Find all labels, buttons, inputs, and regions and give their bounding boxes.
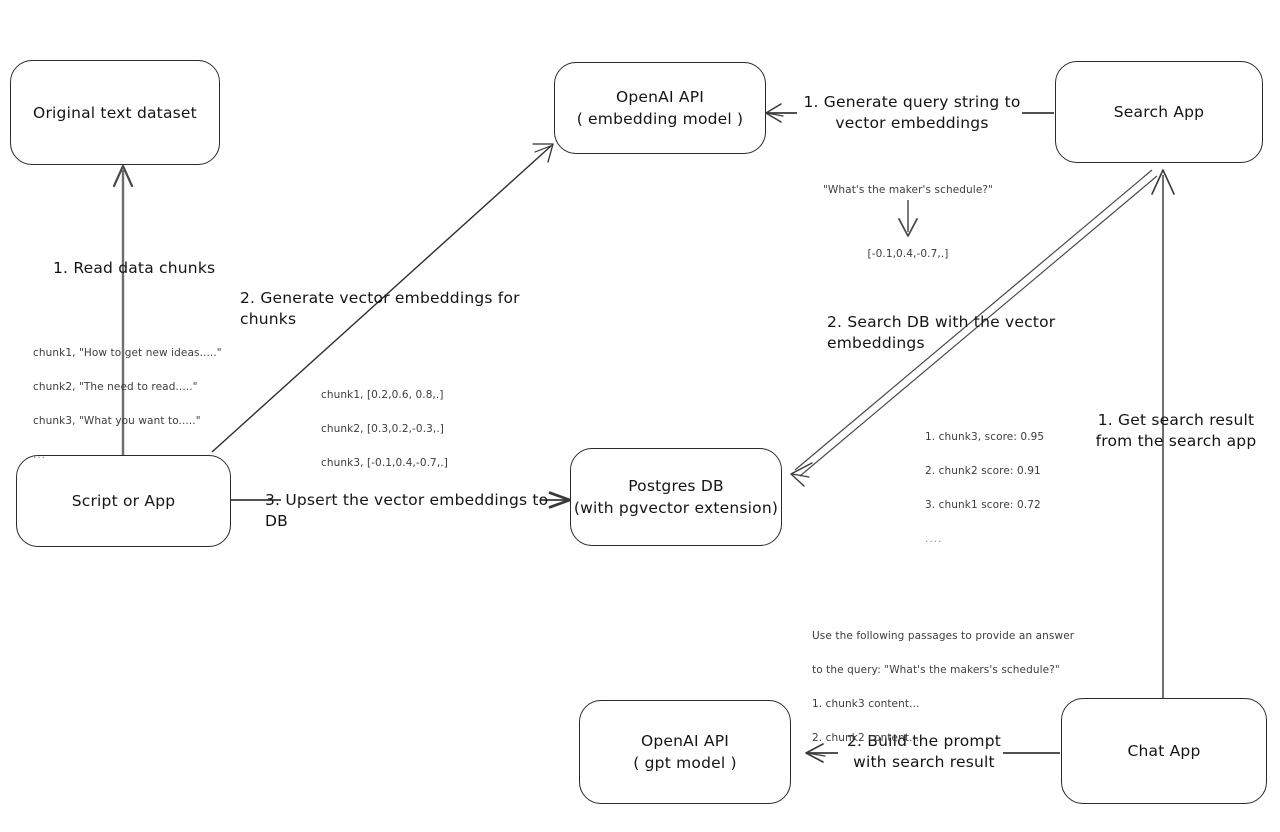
edge-label-build-prompt-line1: 2. Build the prompt with xyxy=(846,732,1002,772)
node-chat-app[interactable]: Chat App xyxy=(1061,698,1267,804)
note-chunk-vectors-line-1: chunk1, [0.2,0.6, 0.8,.] xyxy=(321,389,444,401)
node-script-or-app-label: Script or App xyxy=(71,492,176,510)
note-prompt-block-line-4: 2. chunk2 content... xyxy=(812,732,920,744)
note-raw-chunks-line-2: chunk2, "The need to read....." xyxy=(33,381,198,393)
note-raw-chunks: chunk1, "How to get new ideas....." chun… xyxy=(33,328,273,481)
note-search-results-line-2: 2. chunk2 score: 0.91 xyxy=(925,465,1041,477)
node-search-app-label: Search App xyxy=(1113,103,1205,121)
node-postgres-db-sublabel: (with pgvector extension) xyxy=(573,499,779,517)
note-query-vector: [-0.1,0.4,-0.7,.] xyxy=(867,248,949,260)
node-chat-app-label: Chat App xyxy=(1127,742,1201,760)
note-prompt-block-line-3: 1. chunk3 content... xyxy=(812,698,920,710)
node-original-text-dataset[interactable]: Original text dataset xyxy=(10,60,220,165)
note-prompt-block-line-2: to the query: "What's the makers's sched… xyxy=(812,664,1060,676)
node-openai-embedding-api[interactable]: OpenAI API ( embedding model ) xyxy=(554,62,766,154)
note-search-results-ellipsis: .... xyxy=(925,533,943,545)
note-chunk-vectors-line-3: chunk3, [-0.1,0.4,-0.7,.] xyxy=(321,457,448,469)
note-chunk-vectors-line-2: chunk2, [0.3,0.2,-0.3,.] xyxy=(321,423,445,435)
edge-label-generate-query-embeddings-line2: embeddings xyxy=(890,114,989,133)
node-postgres-db-label: Postgres DB xyxy=(628,477,724,495)
node-script-or-app[interactable]: Script or App xyxy=(16,455,231,547)
edge-query-to-vector xyxy=(898,200,918,237)
note-chunk-vectors: chunk1, [0.2,0.6, 0.8,.] chunk2, [0.3,0.… xyxy=(321,370,541,523)
edge-label-generate-query-embeddings-line1: 1. Generate query string to vector xyxy=(803,93,1021,133)
node-openai-gpt-api-label: OpenAI API xyxy=(640,732,730,750)
note-raw-chunks-line-1: chunk1, "How to get new ideas....." xyxy=(33,347,222,359)
note-search-results: 1. chunk3, score: 0.95 2. chunk2 score: … xyxy=(925,412,1145,565)
node-openai-embedding-api-sublabel: ( embedding model ) xyxy=(576,110,744,128)
edge-label-build-prompt: 2. Build the prompt with search result xyxy=(840,731,1008,774)
note-search-results-line-3: 3. chunk1 score: 0.72 xyxy=(925,499,1041,511)
edge-label-read-data-chunks: 1. Read data chunks xyxy=(53,259,216,277)
node-openai-gpt-api-sublabel: ( gpt model ) xyxy=(633,754,737,772)
note-search-results-line-1: 1. chunk3, score: 0.95 xyxy=(925,431,1045,443)
node-search-app[interactable]: Search App xyxy=(1055,61,1263,163)
note-prompt-block: Use the following passages to provide an… xyxy=(812,611,1112,764)
note-prompt-block-line-1: Use the following passages to provide an… xyxy=(812,630,1075,642)
node-original-text-dataset-label: Original text dataset xyxy=(33,103,197,122)
note-raw-chunks-line-3: chunk3, "What you want to....." xyxy=(33,415,201,427)
edge-label-search-db: 2. Search DB with the vector embeddings xyxy=(827,313,1056,353)
node-openai-embedding-api-label: OpenAI API xyxy=(615,88,705,106)
note-raw-chunks-ellipsis: ... xyxy=(33,449,47,461)
note-chunk-vectors-ellipsis: ... xyxy=(321,491,335,503)
node-postgres-db[interactable]: Postgres DB (with pgvector extension) xyxy=(570,448,782,546)
note-query-string: "What's the maker's schedule?" xyxy=(823,184,993,196)
edge-label-generate-vector-embeddings: 2. Generate vector embeddings for chunks xyxy=(240,289,520,329)
edge-label-build-prompt-line2: search result xyxy=(891,753,995,772)
node-openai-gpt-api[interactable]: OpenAI API ( gpt model ) xyxy=(579,700,791,804)
edge-label-upsert-to-db: 3. Upsert the vector embeddings to DB xyxy=(265,491,549,531)
edge-label-generate-query-embeddings: 1. Generate query string to vector embed… xyxy=(796,92,1028,135)
